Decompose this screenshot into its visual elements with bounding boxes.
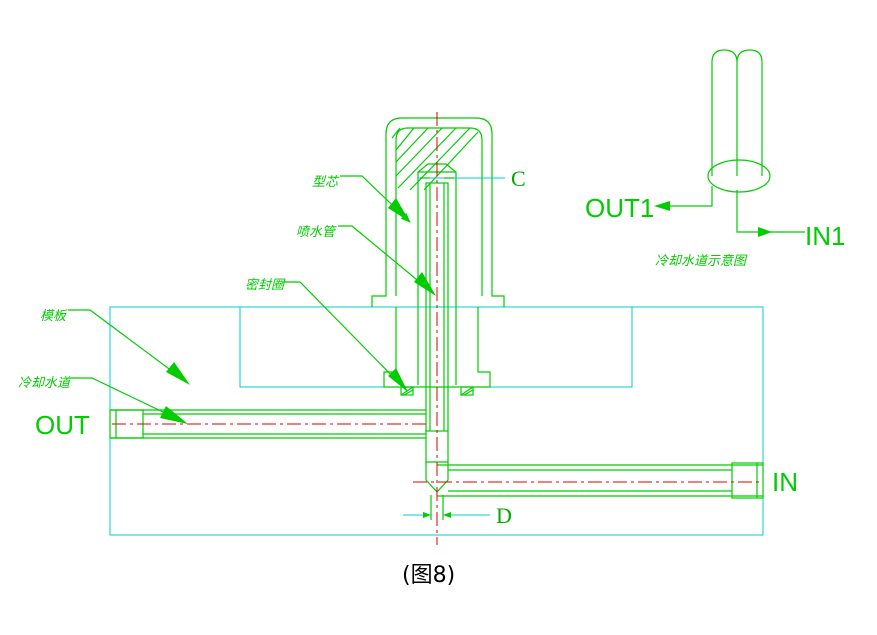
- in1-label: IN1: [805, 221, 845, 251]
- out1-label: OUT1: [585, 193, 654, 223]
- dimension-d: D: [403, 495, 512, 528]
- schematic-title: 冷却水道示意图: [655, 253, 748, 269]
- center-lines: [112, 112, 760, 545]
- cooling-schematic: OUT1 IN1 冷却水道示意图: [585, 49, 845, 269]
- seal-ring-label: 密封圈: [245, 277, 286, 293]
- in-channel: [437, 462, 764, 499]
- dim-c-label: C: [511, 166, 526, 191]
- spray-tube-label: 喷水管: [296, 225, 337, 240]
- leader-lines: [68, 175, 436, 424]
- in-label: IN: [772, 467, 798, 497]
- figure-caption: (图8): [402, 563, 455, 588]
- dim-d-label: D: [496, 503, 512, 528]
- core: [371, 117, 505, 388]
- dimension-c: C: [418, 166, 526, 191]
- core-label: 型芯: [312, 175, 340, 190]
- mold-plate-label: 模板: [40, 309, 68, 324]
- cooling-channel-label: 冷却水道: [18, 376, 72, 391]
- out-label: OUT: [35, 410, 90, 440]
